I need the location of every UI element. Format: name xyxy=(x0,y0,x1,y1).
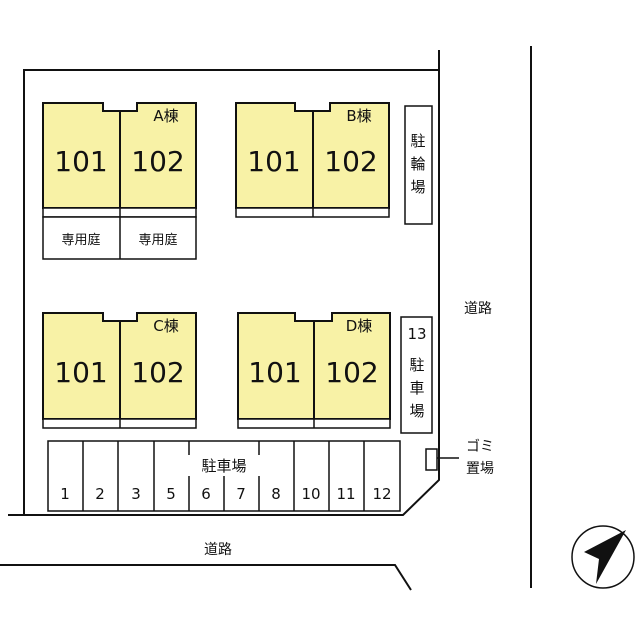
parking-lot: 駐車場 1 2 3 5 6 7 8 10 11 12 xyxy=(47,440,401,512)
parking-space-number: 7 xyxy=(236,485,246,503)
parking-space-number: 1 xyxy=(60,485,70,503)
garbage-label-line2: 置場 xyxy=(466,461,494,477)
unit-a-101-number: 101 xyxy=(54,145,107,178)
parking-space-number: 2 xyxy=(95,485,105,503)
unit-c-102-number: 102 xyxy=(131,356,184,389)
parking-space-number: 3 xyxy=(131,485,141,503)
unit-d-101-number: 101 xyxy=(248,356,301,389)
parking-space-number: 11 xyxy=(336,485,355,503)
road-label-east: 道路 xyxy=(464,301,492,317)
parking-space-number: 10 xyxy=(301,485,320,503)
building-b: B棟 101 102 xyxy=(235,102,390,218)
garbage-area: ゴミ 置場 xyxy=(425,438,494,477)
unit-b-101-number: 101 xyxy=(247,145,300,178)
unit-b-102-number: 102 xyxy=(324,145,377,178)
bicycle-parking-char-2: 輪 xyxy=(410,155,425,173)
parking-lot-label: 駐車場 xyxy=(201,457,246,475)
road-lines xyxy=(0,46,532,591)
garden-a-101-label: 専用庭 xyxy=(61,232,100,248)
building-a: A棟 101 102 専用庭 専用庭 xyxy=(42,102,197,260)
parking-space-number: 5 xyxy=(166,485,176,503)
building-a-label: A棟 xyxy=(153,107,178,125)
parking-13-char-3: 場 xyxy=(409,402,424,420)
parking-13-number: 13 xyxy=(407,325,426,343)
unit-a-102-number: 102 xyxy=(131,145,184,178)
building-c: C棟 101 102 xyxy=(42,312,197,429)
garbage-box xyxy=(425,448,438,471)
parking-13-char-2: 車 xyxy=(409,379,424,397)
building-b-label: B棟 xyxy=(346,107,371,125)
unit-c-101-number: 101 xyxy=(54,356,107,389)
building-d-label: D棟 xyxy=(346,317,373,335)
parking-space-number: 6 xyxy=(201,485,211,503)
bicycle-parking-char-3: 場 xyxy=(410,178,425,196)
parking-space-number: 8 xyxy=(271,485,281,503)
site-boundary xyxy=(8,50,440,516)
unit-d-102-number: 102 xyxy=(325,356,378,389)
garbage-label-line1: ゴミ xyxy=(466,438,494,455)
bicycle-parking: 駐 輪 場 xyxy=(404,105,433,225)
road-label-south: 道路 xyxy=(204,542,232,558)
bicycle-parking-char-1: 駐 xyxy=(410,132,425,150)
parking-space-number: 12 xyxy=(372,485,391,503)
north-arrow-icon xyxy=(571,525,635,589)
parking-space-13: 13 駐 車 場 xyxy=(400,316,433,434)
garden-a-102-label: 専用庭 xyxy=(138,232,177,248)
parking-13-char-1: 駐 xyxy=(409,356,424,374)
building-c-label: C棟 xyxy=(153,317,178,335)
building-d: D棟 101 102 xyxy=(237,312,391,429)
